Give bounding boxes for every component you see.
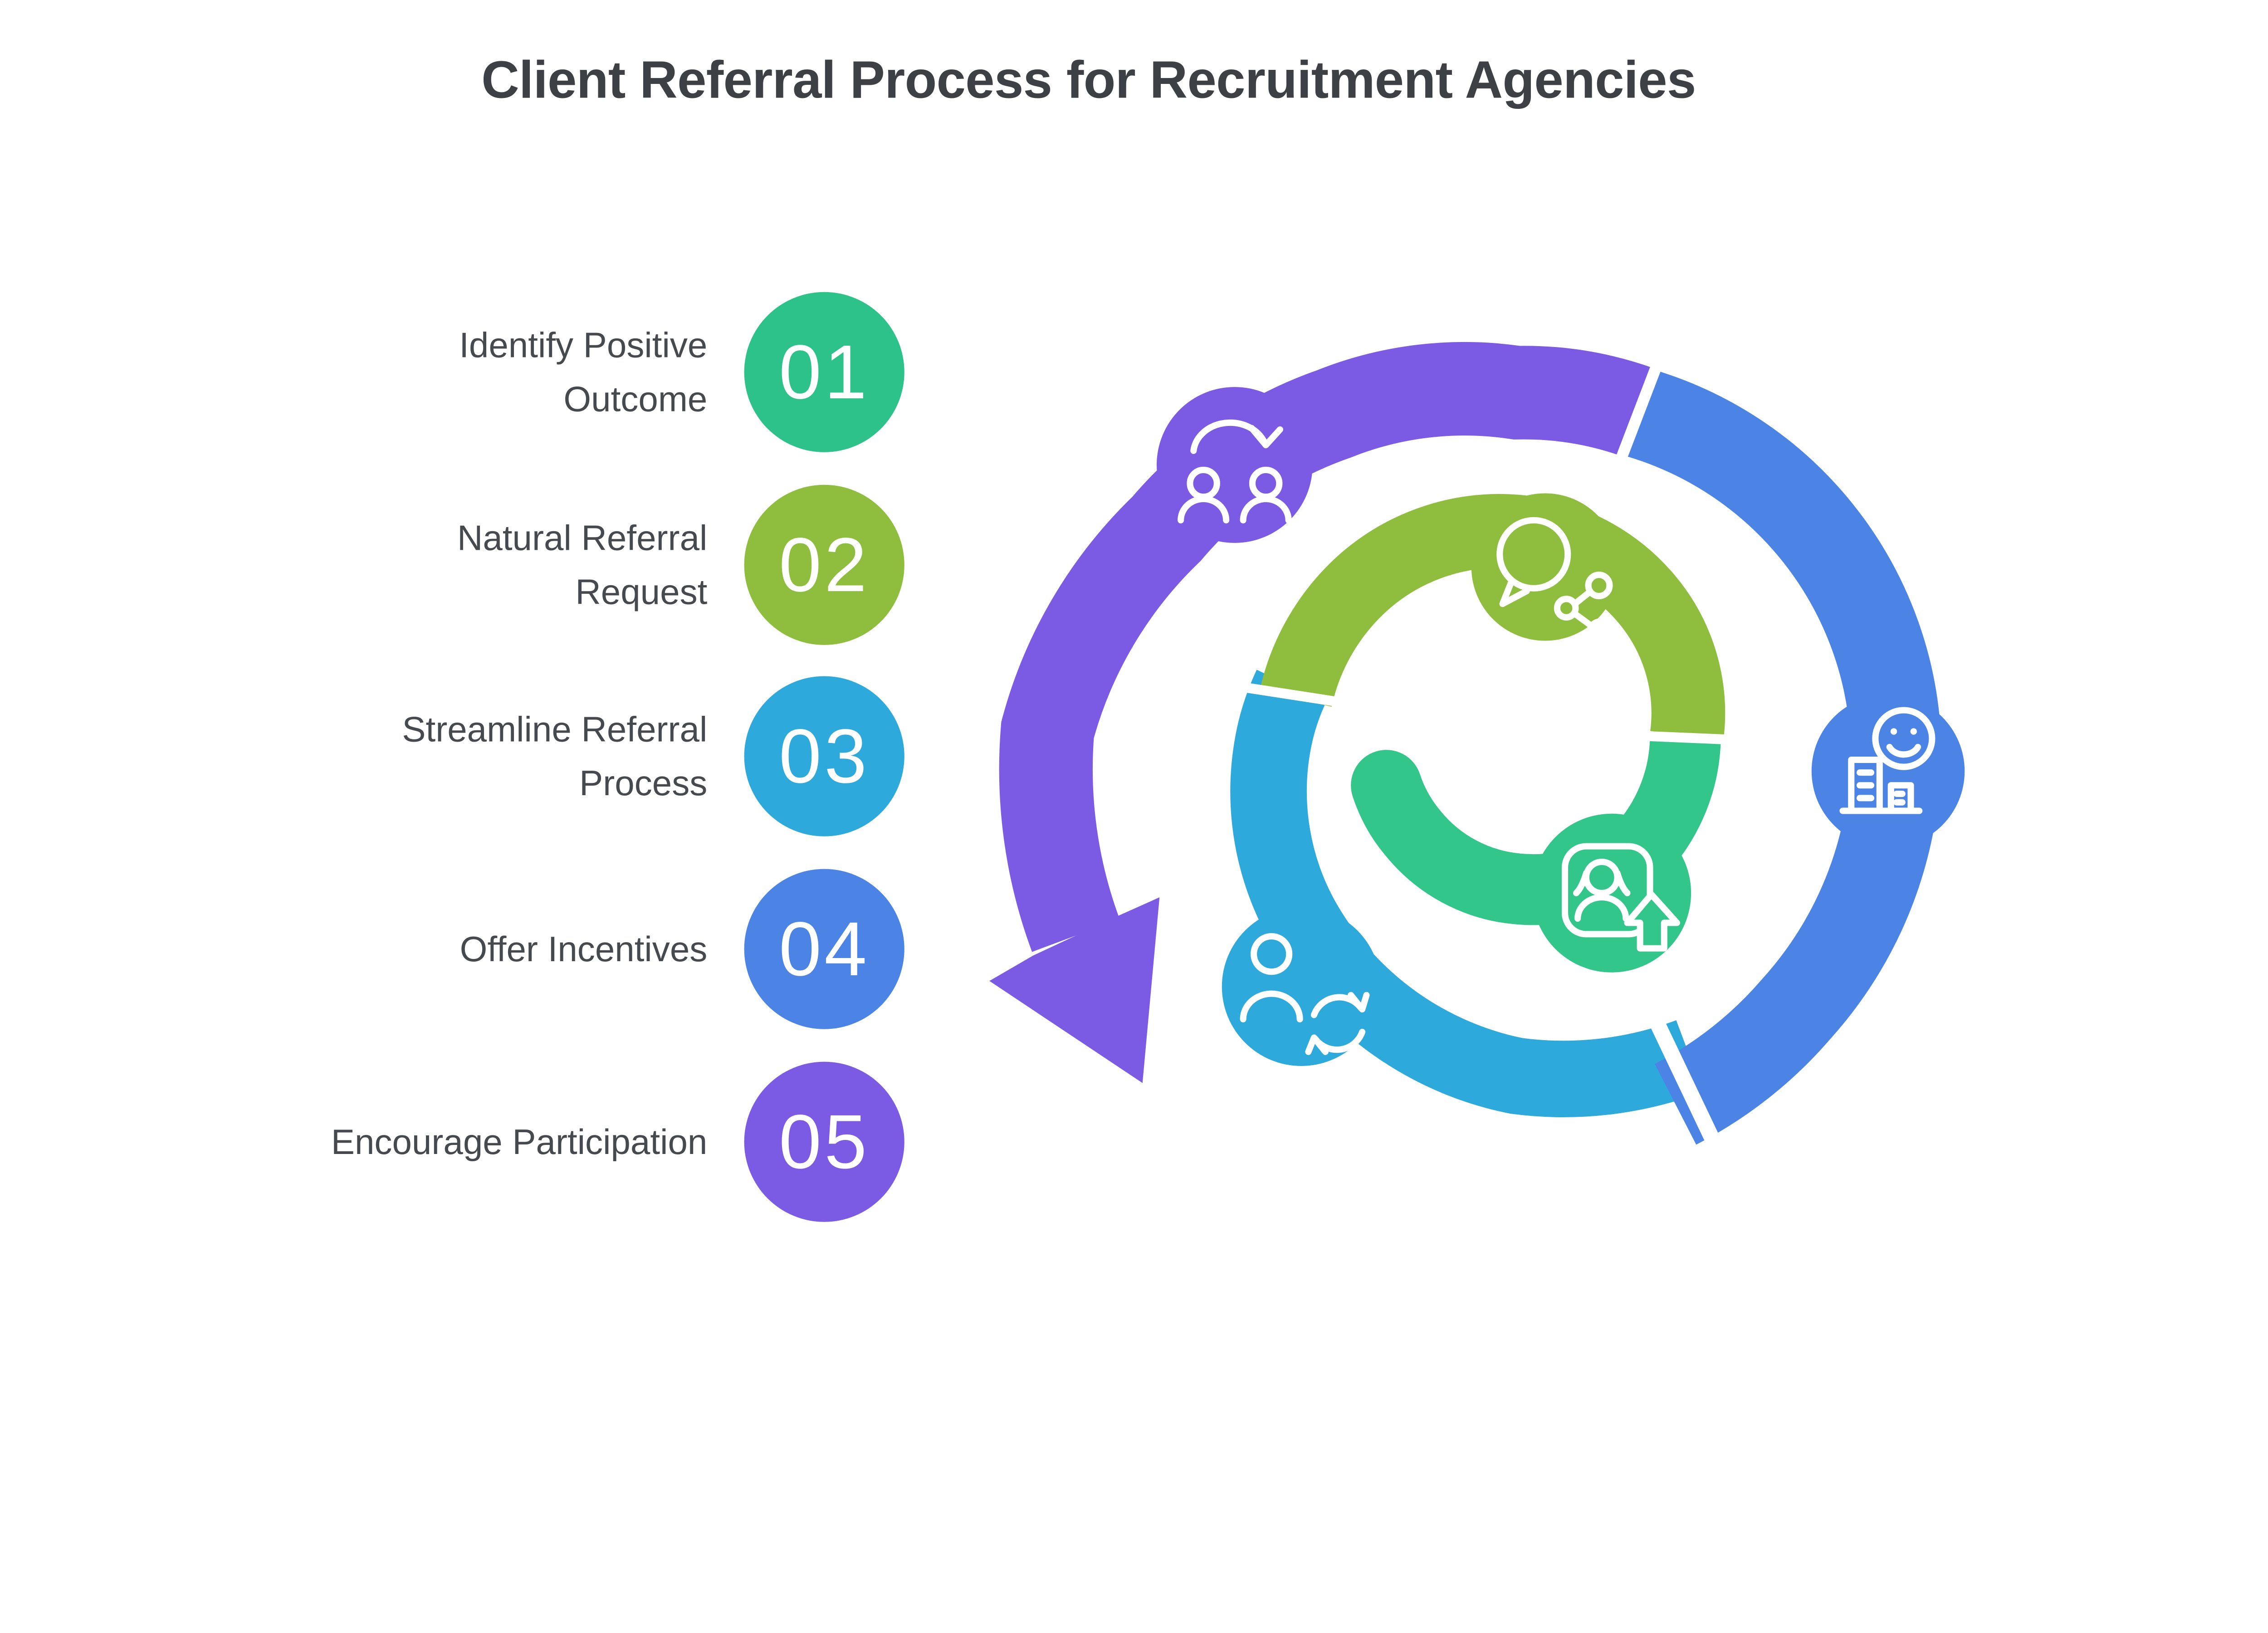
step-number-5: 05: [779, 1099, 870, 1184]
step-row-3: Streamline Referral Process 03: [142, 676, 904, 836]
step-label-5: Encourage Participation: [331, 1122, 708, 1162]
spiral-arc-step-1-endcap: [1351, 750, 1422, 821]
upload-arrow-icon: [1624, 891, 1680, 952]
step-number-badge-1: 01: [744, 292, 904, 452]
segment-gap-2: [1637, 730, 1740, 745]
referral-people-icon: [1178, 419, 1292, 523]
step-label-1: Identify Positive Outcome: [459, 325, 708, 419]
conversation-share-icon: [1496, 517, 1614, 646]
segment-gap-1: [1610, 337, 1672, 474]
spiral-arrowhead: [989, 897, 1160, 1083]
segment-gap-4: [1641, 1002, 1727, 1158]
step-number-2: 02: [779, 522, 870, 608]
segment-gap-3: [1235, 681, 1356, 709]
page-title: Client Referral Process for Recruitment …: [481, 51, 1696, 109]
step-row-4: Offer Incentives 04: [142, 869, 904, 1029]
step-number-1: 01: [779, 329, 870, 415]
step-row-5: Encourage Participation 05: [142, 1061, 904, 1222]
infographic-canvas: Client Referral Process for Recruitment …: [142, 51, 1965, 1222]
step-label-2: Natural Referral Request: [457, 518, 708, 612]
candidate-upload-icon: [1561, 843, 1680, 952]
step-label-3: Streamline Referral Process: [402, 709, 708, 803]
step-label-4: Offer Incentives: [459, 929, 708, 969]
icon-bubble-person-sync: [1222, 907, 1381, 1066]
step-number-4: 04: [779, 906, 870, 992]
person-sync-icon: [1240, 933, 1370, 1055]
happy-client-building-icon: [1839, 707, 1936, 814]
step-number-badge-4: 04: [744, 869, 904, 1029]
step-row-1: Identify Positive Outcome 01: [142, 292, 904, 452]
icon-bubble-conversation: [1471, 493, 1619, 641]
spiral-diagram: [989, 337, 1965, 1158]
step-number-badge-3: 03: [744, 676, 904, 836]
step-number-badge-5: 05: [744, 1061, 904, 1222]
step-number-3: 03: [779, 714, 870, 799]
icon-bubble-referral: [1157, 387, 1313, 543]
step-number-badge-2: 02: [744, 484, 904, 645]
step-row-2: Natural Referral Request 02: [142, 484, 904, 645]
